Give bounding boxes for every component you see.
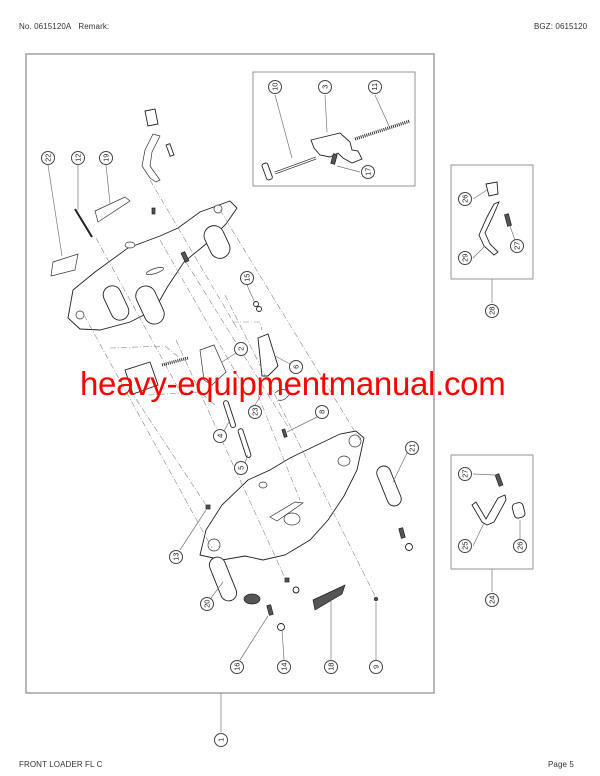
top-handle (141, 108, 175, 183)
upper-plate (50, 196, 238, 331)
watermark-text: heavy-equipmentmanual.com (80, 365, 506, 402)
middle-mechanism (124, 301, 291, 458)
page-number: Page 5 (548, 760, 574, 769)
bgz-code: BGZ: 0615120 (534, 22, 588, 31)
doc-number-text: No. 0615120A (19, 22, 72, 31)
box-24-lever (450, 454, 534, 592)
box-28-lever (450, 164, 534, 303)
inset-detail-latch (252, 71, 416, 187)
lower-plate (199, 430, 413, 631)
doc-number: No. 0615120A Remark: (19, 22, 109, 31)
footer-title: FRONT LOADER FL C (19, 760, 103, 769)
explosion-lines (83, 179, 377, 599)
main-frame (25, 53, 435, 694)
callout-leaders (47, 164, 408, 661)
remark-label: Remark: (78, 22, 110, 31)
